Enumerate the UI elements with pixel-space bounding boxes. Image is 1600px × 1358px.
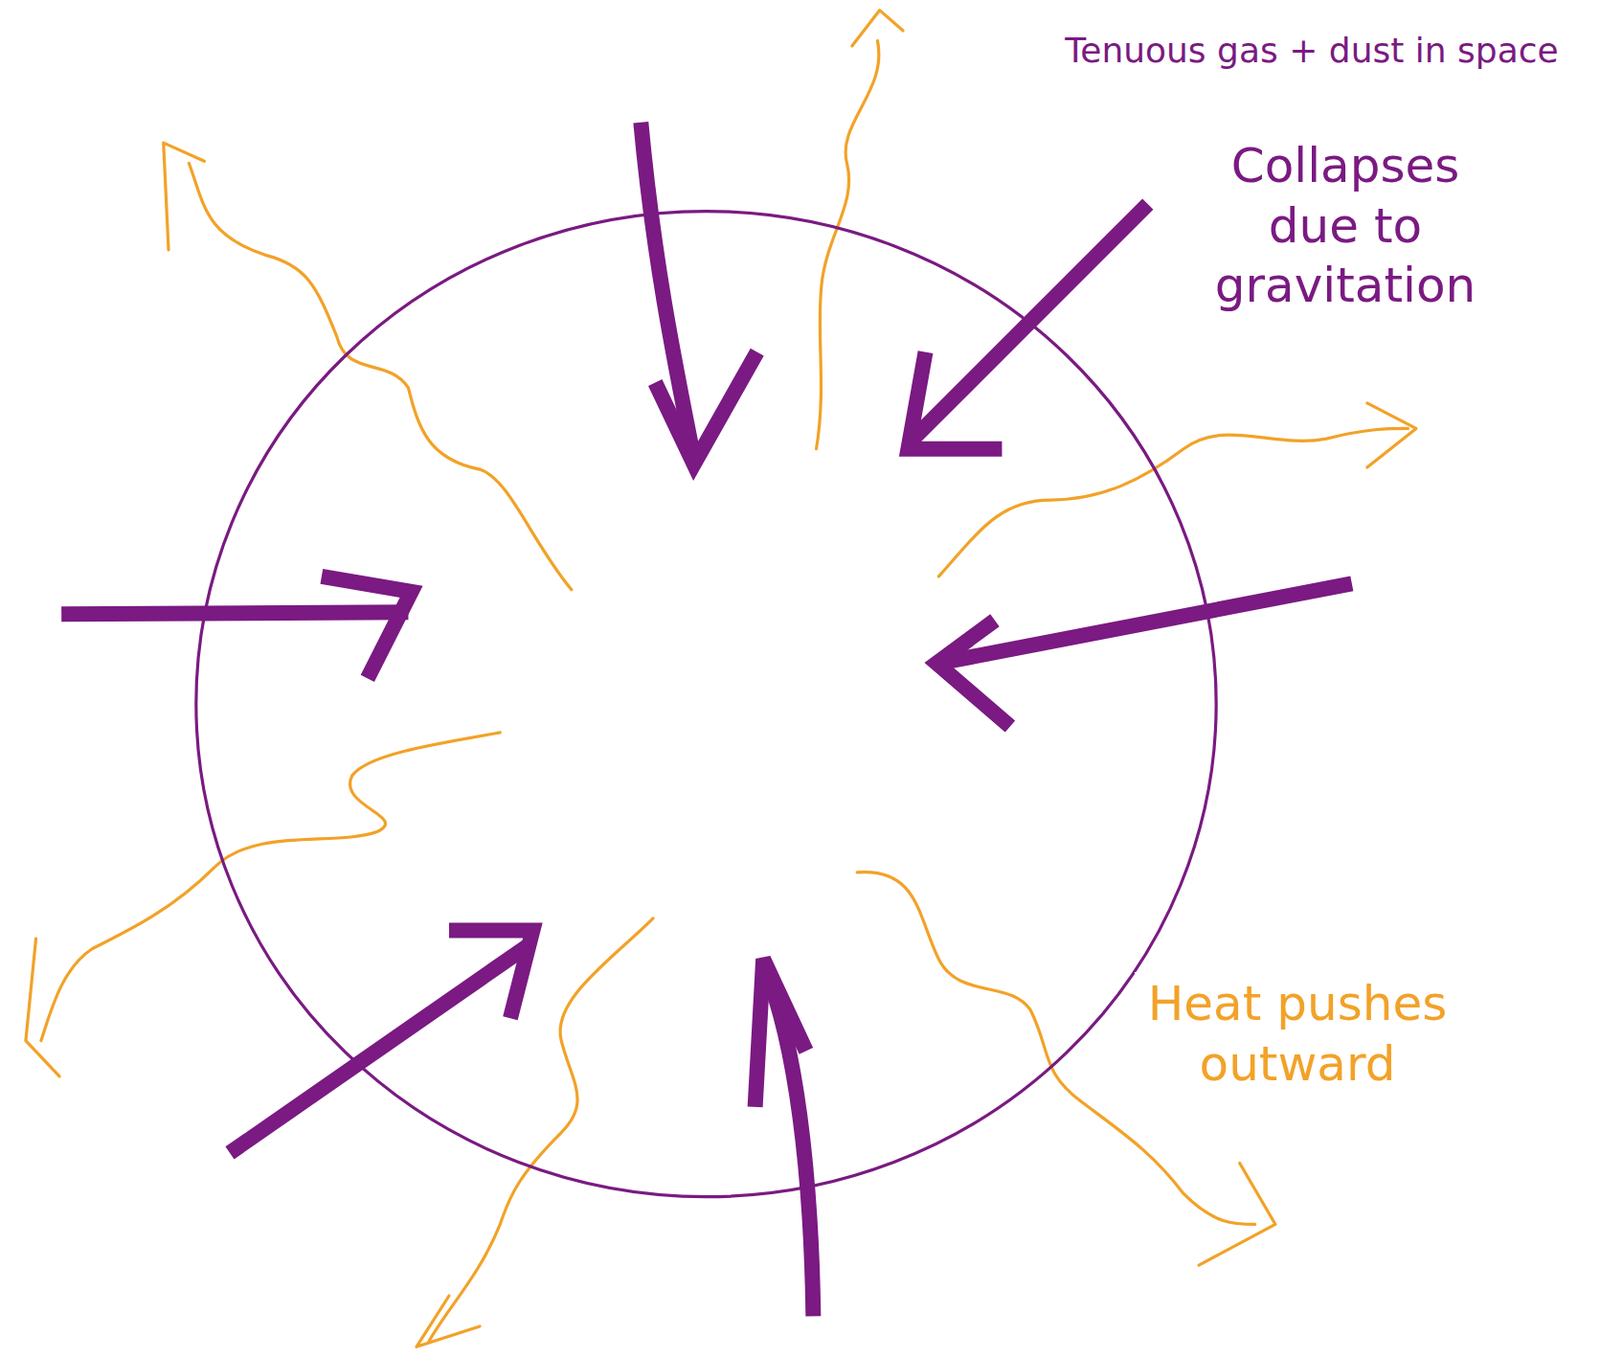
gravity-arrow <box>938 583 1352 663</box>
gravity-arrow <box>229 943 531 1152</box>
gravity-note: Collapses due to gravitation <box>1192 134 1499 318</box>
heat-wave <box>188 162 572 589</box>
gravity-arrowhead <box>321 576 412 679</box>
heat-arrowhead <box>1198 1163 1276 1266</box>
heat-wave <box>41 732 500 1041</box>
gravity-arrowhead <box>936 620 1011 727</box>
heat-arrowhead <box>25 938 60 1077</box>
gravity-arrow <box>907 203 1148 444</box>
gravity-arrowhead <box>755 958 807 1106</box>
gravity-arrowhead <box>449 930 533 1019</box>
gravity-arrowhead <box>654 352 758 465</box>
heat-wave <box>428 918 654 1342</box>
heat-note: Heat pushes outward <box>1134 971 1461 1096</box>
heat-wave <box>816 41 879 450</box>
gravity-arrows <box>61 122 1353 1316</box>
heat-arrowhead <box>1367 403 1417 468</box>
heat-wave <box>938 428 1408 576</box>
heat-arrowhead <box>852 10 903 46</box>
gravity-arrowhead <box>907 352 1002 450</box>
source-note: Tenuous gas + dust in space <box>1043 26 1580 74</box>
heat-arrowhead <box>416 1295 480 1347</box>
heat-arrowhead <box>163 142 205 250</box>
gravity-arrow <box>61 611 408 614</box>
gas-cloud-outline <box>196 211 1217 1197</box>
